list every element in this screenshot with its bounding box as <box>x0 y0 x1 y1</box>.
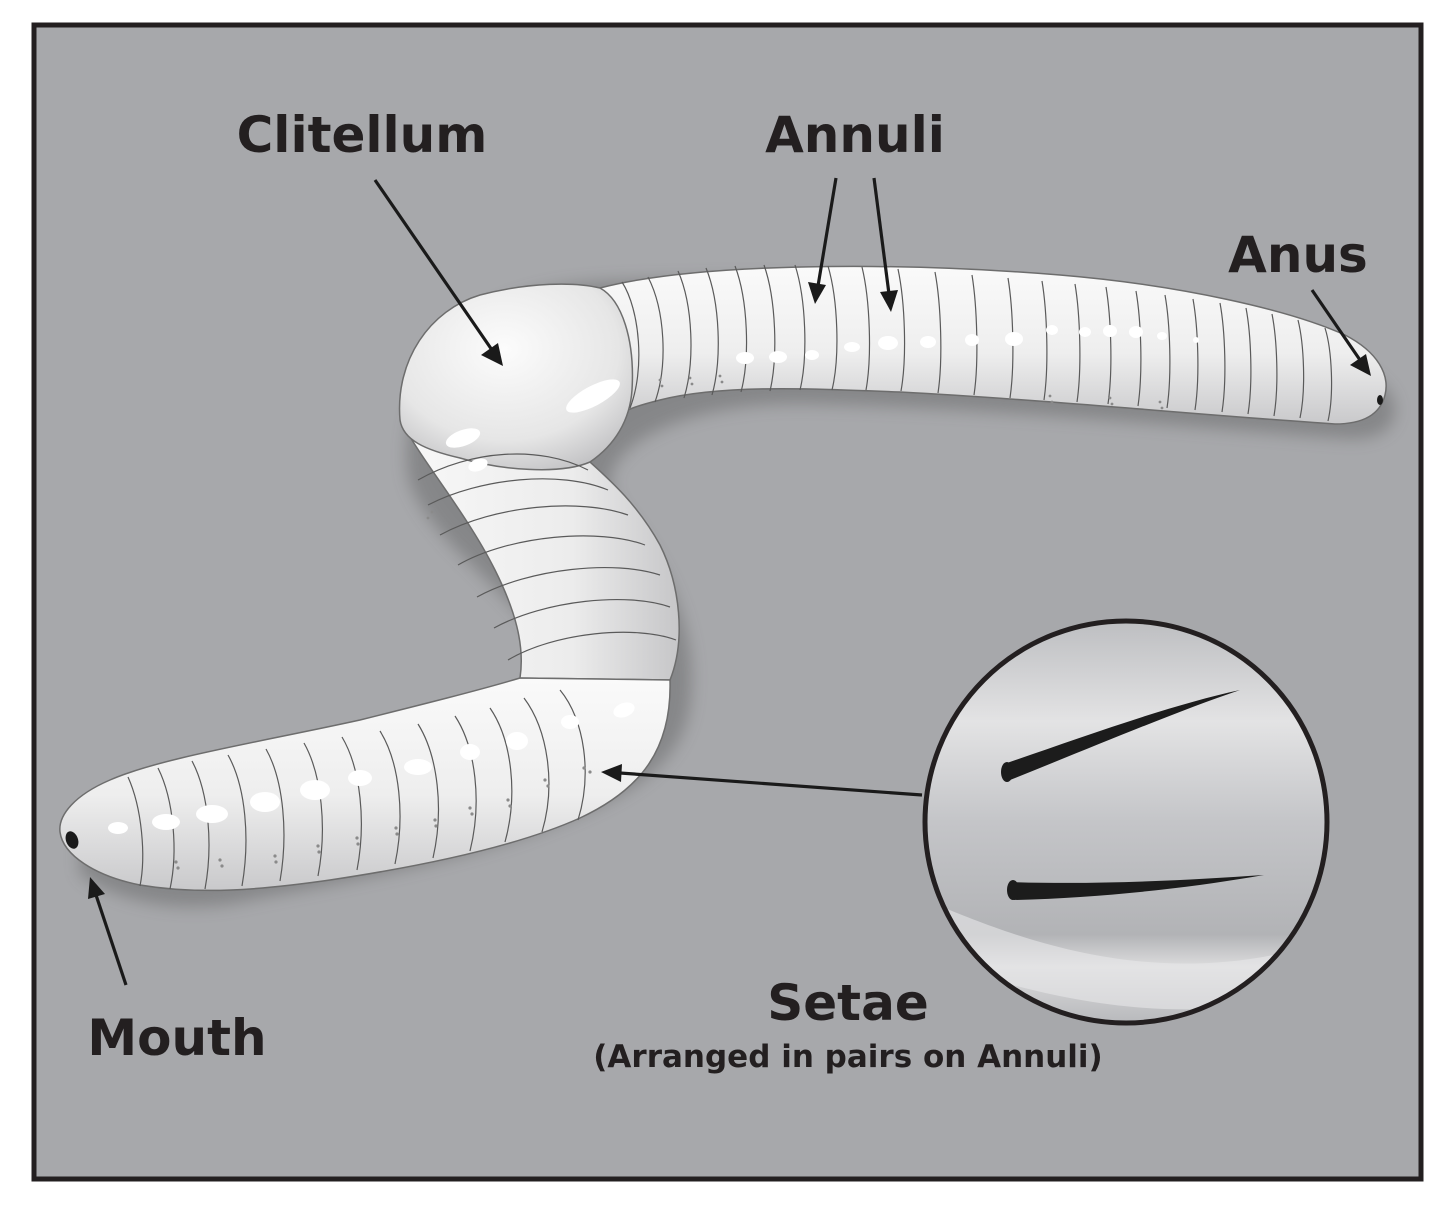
annuli-lines-middle <box>417 453 677 661</box>
worm-posterior-section <box>599 265 1387 425</box>
seta-upper <box>1004 690 1240 780</box>
seta-lower <box>1010 875 1264 900</box>
label-setae: Setae <box>767 974 928 1032</box>
annuli-lines-posterior <box>621 264 1333 422</box>
label-anus: Anus <box>1228 226 1368 284</box>
label-mouth: Mouth <box>87 1009 266 1067</box>
setae-dots <box>174 374 1164 870</box>
body-highlights <box>108 325 1199 834</box>
label-arrows <box>88 177 1371 986</box>
label-annuli: Annuli <box>765 106 945 164</box>
earthworm-body <box>59 264 1387 892</box>
setae-magnified-inset <box>922 618 1330 1026</box>
label-setae-note: (Arranged in pairs on Annuli) <box>593 1039 1102 1075</box>
anus-opening <box>1377 395 1383 405</box>
label-clitellum: Clitellum <box>237 106 488 164</box>
mouth-opening <box>65 831 79 849</box>
